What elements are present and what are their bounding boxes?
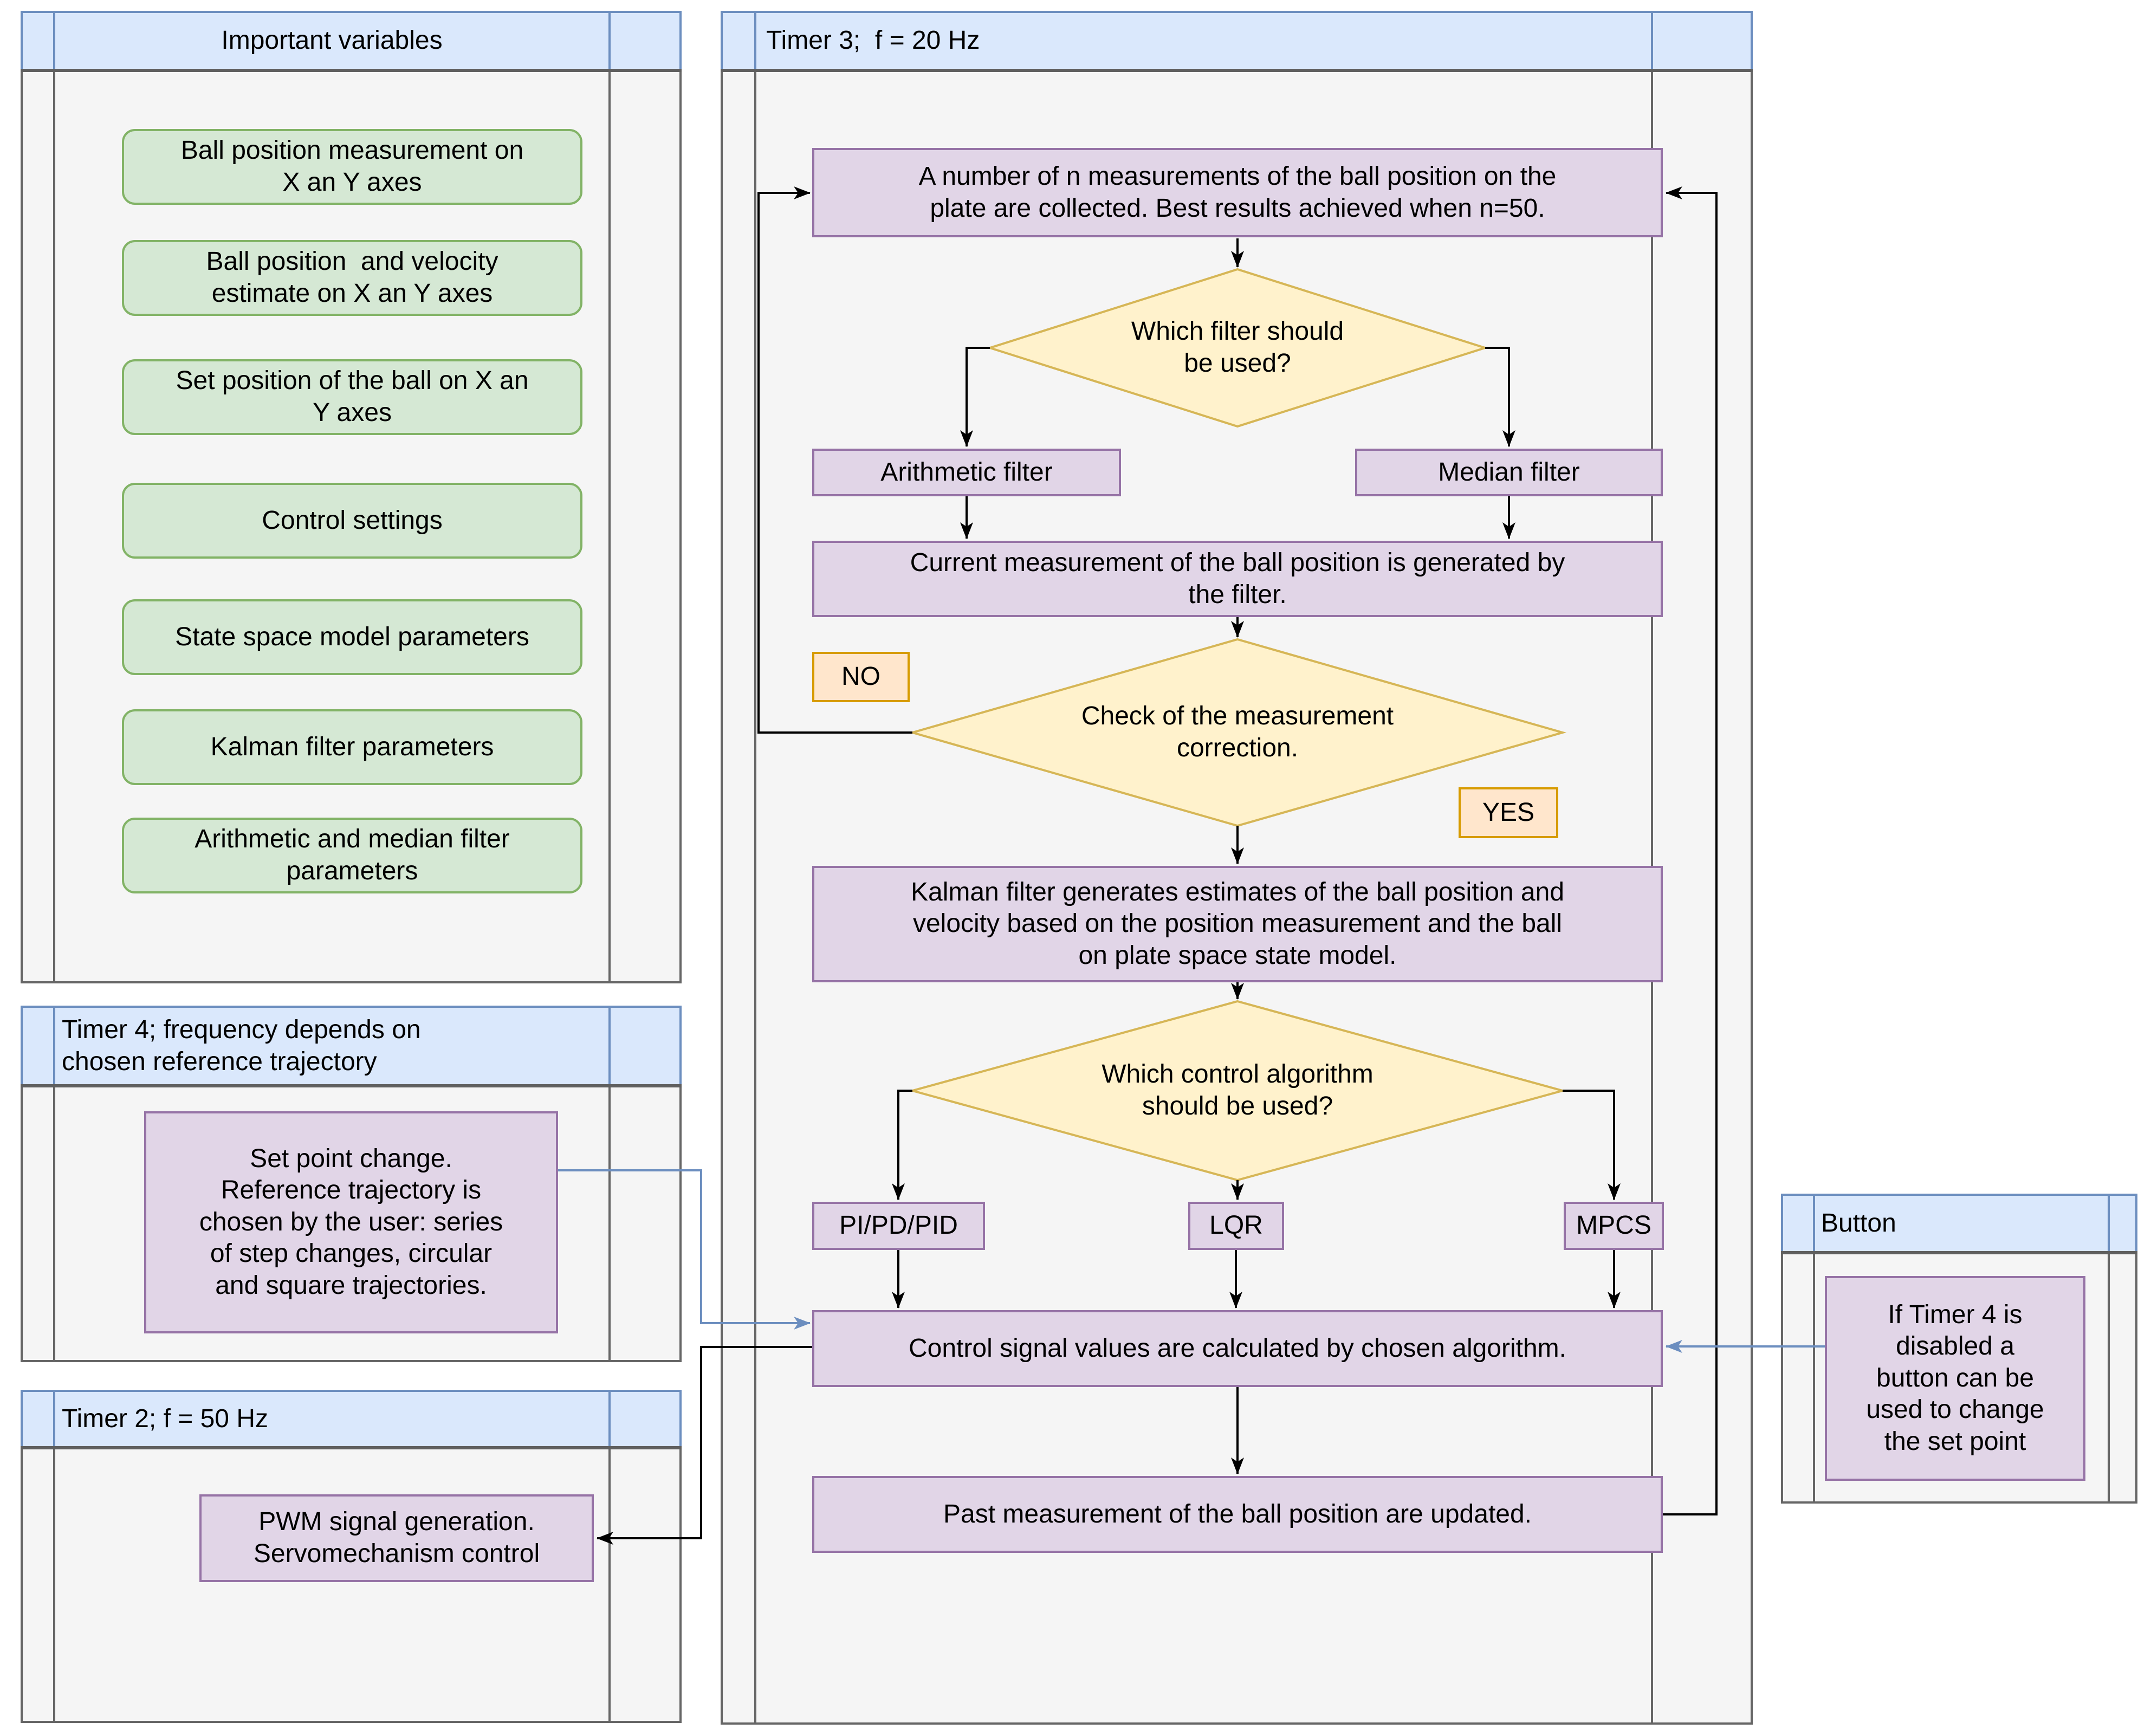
arrow-filter-to-arithmetic [960,347,990,447]
arrow-control-to-pwm [597,1346,812,1545]
node-arithmetic-filter: Arithmetic filter [812,449,1121,496]
variable-box: Kalman filter parameters [122,709,582,785]
decision-filter-shape [986,268,1489,428]
node-pwm-generation: PWM signal generation. Servomechanism co… [199,1494,594,1582]
container-important-variables-title: Important variables [221,26,443,55]
label-yes: YES [1459,787,1558,838]
container-timer4-header [21,1006,682,1084]
arrow-algo-to-mpcs [1563,1090,1621,1200]
arrow-no-loop [757,186,912,734]
node-lqr: LQR [1188,1202,1284,1250]
node-current-measurement: Current measurement of the ball position… [812,541,1663,617]
container-button-title: Button [1821,1208,1896,1238]
decision-check-label: Check of the measurement correction. [1081,702,1394,762]
container-timer4-title: Timer 4; frequency depends on chosen ref… [62,1015,421,1076]
variable-box: Ball position and velocity estimate on X… [122,240,582,316]
arrow-setpoint-to-control [558,1169,811,1330]
node-button-note: If Timer 4 is disabled a button can be u… [1825,1276,2085,1481]
variable-box: Arithmetic and median filter parameters [122,818,582,893]
container-timer2-header [21,1390,682,1446]
decision-algo-label: Which control algorithm should be used? [1102,1060,1373,1120]
node-past-measurement: Past measurement of the ball position ar… [812,1476,1663,1553]
node-pid: PI/PD/PID [812,1202,985,1250]
label-no: NO [812,652,910,702]
node-set-point-change: Set point change. Reference trajectory i… [144,1111,558,1333]
arrow-update-loop [1663,186,1718,1515]
variable-box: Control settings [122,483,582,559]
container-timer2-title: Timer 2; f = 50 Hz [62,1404,268,1433]
node-collect-measurements: A number of n measurements of the ball p… [812,148,1663,237]
node-median-filter: Median filter [1355,449,1663,496]
node-control-signal: Control signal values are calculated by … [812,1310,1663,1387]
container-important-variables-header [21,11,682,69]
container-timer3-header [721,11,1753,69]
node-mpcs: MPCS [1564,1202,1664,1250]
node-kalman-estimate: Kalman filter generates estimates of the… [812,866,1663,982]
container-timer3-title: Timer 3; f = 20 Hz [766,26,980,55]
arrow-algo-to-pid [892,1090,912,1200]
variable-box: State space model parameters [122,599,582,675]
container-button-header [1781,1194,2137,1251]
variable-box: Ball position measurement on X an Y axes [122,129,582,205]
variable-box: Set position of the ball on X an Y axes [122,359,582,435]
arrow-filter-to-median [1485,347,1515,447]
decision-filter-label: Which filter should be used? [1131,317,1344,378]
